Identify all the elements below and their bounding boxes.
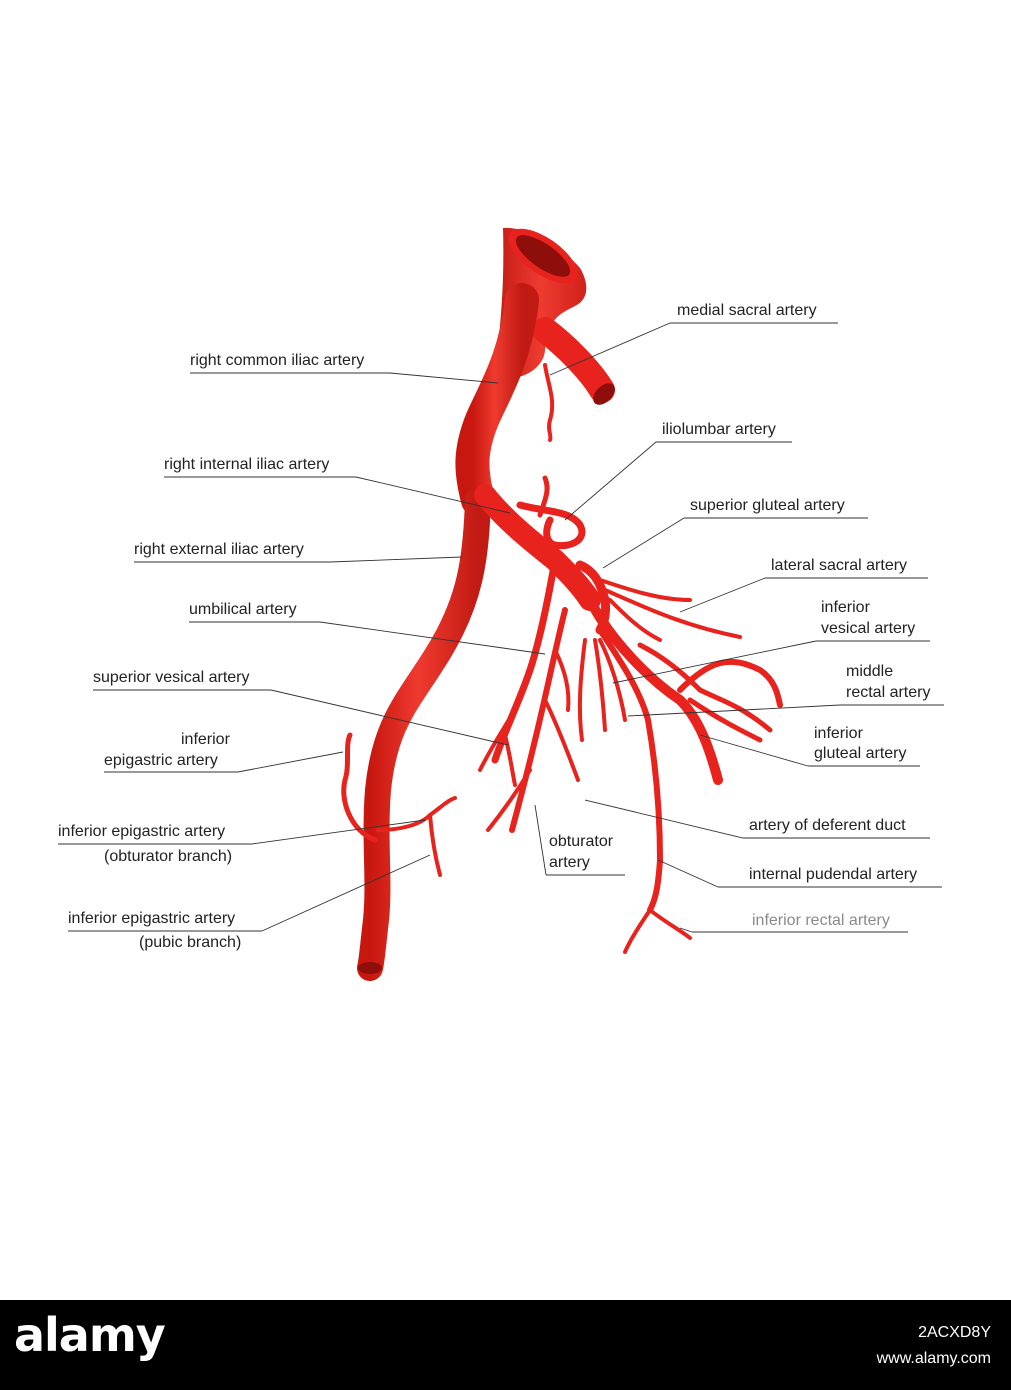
inferior-gluteal-branch-4 bbox=[697, 687, 773, 733]
leader-right-common-iliac bbox=[389, 372, 499, 384]
label-epigastric-pubic-2: (pubic branch) bbox=[139, 934, 241, 951]
inferior-rectal-branch bbox=[648, 908, 692, 940]
aorta-lumen bbox=[515, 235, 571, 277]
leader-umbilical bbox=[319, 621, 546, 655]
internal-pudendal-vessel bbox=[597, 627, 663, 913]
leader-epigastric-obturator bbox=[251, 819, 426, 845]
deferent-duct-vessel bbox=[577, 638, 587, 742]
label-medial-sacral: medial sacral artery bbox=[677, 302, 817, 319]
inferior-rectal-vessel bbox=[623, 908, 652, 954]
label-lateral-sacral: lateral sacral artery bbox=[771, 557, 907, 574]
image-id-text: 2ACXD8Y bbox=[918, 1324, 991, 1341]
label-superior-vesical: superior vesical artery bbox=[93, 669, 250, 686]
label-internal-pudendal: internal pudendal artery bbox=[749, 866, 917, 883]
label-right-external-iliac: right external iliac artery bbox=[134, 541, 304, 558]
obturator-branch-2 bbox=[543, 698, 580, 782]
epigastric-pubic-branch bbox=[428, 813, 442, 877]
label-middle-rectal-2: rectal artery bbox=[846, 684, 930, 701]
umbilical-vessel bbox=[491, 556, 559, 764]
site-url-text: www.alamy.com bbox=[876, 1350, 991, 1367]
inferior-gluteal-branch bbox=[677, 658, 783, 708]
label-artery-deferent-duct: artery of deferent duct bbox=[749, 817, 906, 834]
leader-inferior-vesical bbox=[612, 640, 817, 684]
external-iliac-lumen bbox=[358, 962, 382, 974]
left-common-iliac-stub bbox=[532, 317, 615, 403]
artery-illustration bbox=[341, 227, 783, 981]
leader-iliolumbar bbox=[564, 441, 657, 521]
leader-superior-gluteal bbox=[602, 517, 685, 569]
label-inferior-rectal: inferior rectal artery bbox=[752, 912, 890, 929]
middle-rectal-vessel bbox=[598, 638, 627, 722]
leader-artery-deferent-duct bbox=[584, 799, 744, 839]
right-common-iliac-vessel bbox=[455, 283, 539, 517]
obturator-vessel bbox=[509, 607, 568, 833]
obturator-branch-3 bbox=[553, 648, 571, 712]
label-inferior-vesical-2: vesical artery bbox=[821, 620, 915, 637]
leader-middle-rectal bbox=[627, 704, 841, 717]
obturator-branch bbox=[486, 768, 532, 832]
external-iliac-vessel bbox=[357, 487, 491, 981]
lateral-sacral-branch-2 bbox=[603, 588, 742, 639]
leader-right-internal-iliac bbox=[355, 476, 511, 514]
lateral-sacral-vessel bbox=[598, 578, 692, 602]
label-right-common-iliac: right common iliac artery bbox=[190, 352, 364, 369]
inferior-gluteal-vessel bbox=[585, 595, 723, 785]
alamy-logo: alamy bbox=[14, 1308, 166, 1362]
superior-vesical-vessel bbox=[478, 698, 522, 772]
label-inferior-vesical-1: inferior bbox=[821, 599, 871, 616]
label-epigastric-obturator-2: (obturator branch) bbox=[104, 848, 232, 865]
label-superior-gluteal: superior gluteal artery bbox=[690, 497, 845, 514]
label-right-internal-iliac: right internal iliac artery bbox=[164, 456, 329, 473]
left-iliac-lumen bbox=[593, 383, 615, 405]
label-inferior-epigastric-2: epigastric artery bbox=[104, 752, 218, 769]
leader-superior-vesical bbox=[270, 689, 509, 746]
leader-lateral-sacral bbox=[679, 577, 766, 613]
label-epigastric-obturator-1: inferior epigastric artery bbox=[58, 823, 225, 840]
leader-epigastric-pubic bbox=[261, 854, 431, 932]
label-obturator-1: obturator bbox=[549, 833, 614, 850]
leader-inferior-gluteal bbox=[699, 734, 809, 767]
leader-medial-sacral bbox=[549, 322, 671, 376]
leader-obturator bbox=[534, 804, 547, 876]
leader-inferior-epigastric bbox=[237, 751, 344, 773]
inferior-epigastric-vessel bbox=[341, 732, 378, 843]
inferior-gluteal-branch-2 bbox=[687, 697, 763, 743]
iliolumbar-branch bbox=[537, 475, 550, 518]
labels: medial sacral artery right common iliac … bbox=[58, 302, 944, 951]
leader-internal-pudendal bbox=[657, 859, 719, 888]
leader-inferior-rectal bbox=[679, 927, 693, 933]
label-epigastric-pubic-1: inferior epigastric artery bbox=[68, 910, 235, 927]
medial-sacral-vessel bbox=[543, 363, 555, 442]
lateral-sacral-branch-3 bbox=[608, 598, 662, 642]
inferior-vesical-vessel bbox=[593, 638, 607, 732]
label-inferior-gluteal-1: inferior bbox=[814, 725, 864, 742]
inferior-gluteal-branch-3 bbox=[637, 642, 703, 693]
leader-right-external-iliac bbox=[329, 556, 463, 563]
label-inferior-epigastric-1: inferior bbox=[181, 731, 231, 748]
label-inferior-gluteal-2: gluteal artery bbox=[814, 745, 907, 762]
label-iliolumbar: iliolumbar artery bbox=[662, 421, 776, 438]
iliac-arteries-diagram: medial sacral artery right common iliac … bbox=[58, 227, 944, 981]
iliolumbar-vessel bbox=[516, 501, 586, 550]
stock-footer-bar: alamy 2ACXD8Y www.alamy.com bbox=[0, 1300, 1011, 1390]
label-umbilical: umbilical artery bbox=[189, 601, 297, 618]
label-obturator-2: artery bbox=[549, 854, 590, 871]
label-middle-rectal-1: middle bbox=[846, 663, 893, 680]
superior-vesical-branch bbox=[503, 733, 517, 787]
